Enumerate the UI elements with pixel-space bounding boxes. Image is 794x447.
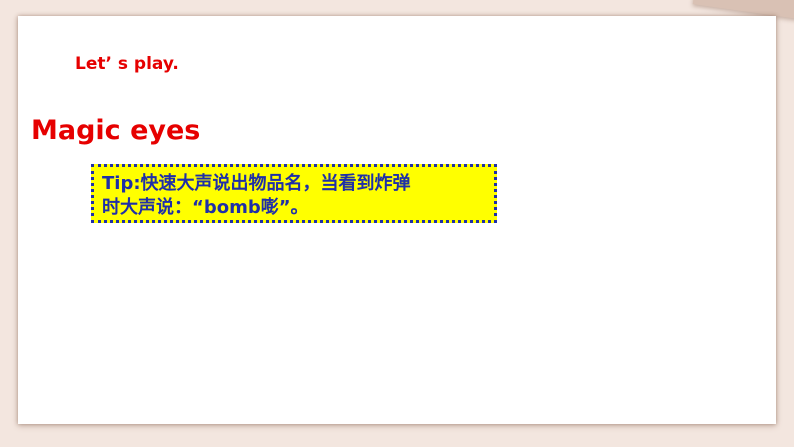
slide-canvas: Let’ s play. Magic eyes Tip:快速大声说出物品名，当看… <box>18 16 776 424</box>
tip-box: Tip:快速大声说出物品名，当看到炸弹 时大声说：“bomb嘭”。 <box>91 164 497 223</box>
tip-line-1: Tip:快速大声说出物品名，当看到炸弹 <box>102 173 411 194</box>
slide-heading: Magic eyes <box>31 115 201 146</box>
tip-line-2: 时大声说：“bomb嘭”。 <box>102 197 309 218</box>
slide-subtitle: Let’ s play. <box>75 54 179 74</box>
